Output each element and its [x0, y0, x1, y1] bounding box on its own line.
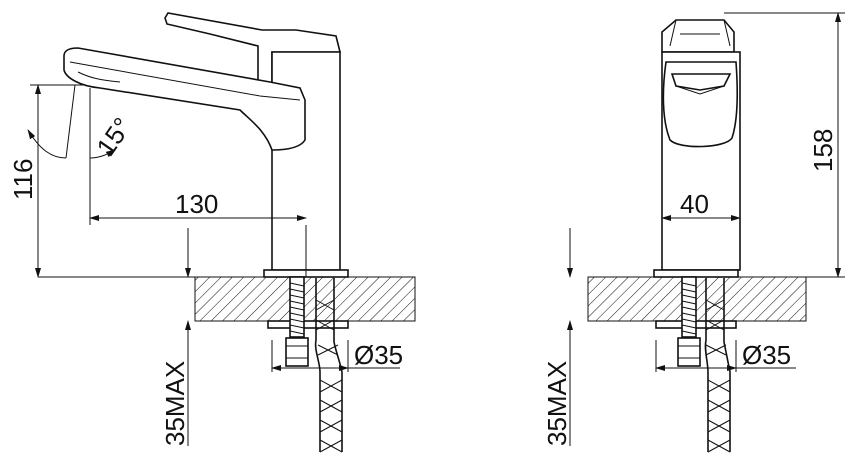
dim-thickness-right: 35MAX — [542, 361, 572, 446]
dim-reach: 130 — [175, 189, 218, 219]
front-view: 158 40 35MAX Ø35 — [542, 11, 845, 453]
dim-hole-right: Ø35 — [742, 340, 791, 370]
side-view: 130 116 15° 35MAX Ø35 — [8, 12, 416, 453]
countertop-right — [587, 276, 807, 322]
countertop-left — [194, 276, 416, 322]
dim-hole-left: Ø35 — [354, 340, 403, 370]
spout-front — [662, 61, 738, 148]
supply-hose-right — [704, 278, 709, 452]
upper-flange-right — [653, 269, 739, 278]
dim-height: 116 — [8, 159, 38, 200]
dim-total-height: 158 — [808, 129, 838, 172]
dim-angle: 15° — [90, 112, 137, 161]
mounting-nut-right — [677, 337, 701, 367]
lower-flange-left — [267, 320, 349, 329]
supply-hose-left — [314, 278, 321, 452]
dim-thickness-left: 35MAX — [160, 361, 190, 446]
mounting-nut-left — [285, 337, 309, 367]
dim-width: 40 — [680, 189, 709, 219]
